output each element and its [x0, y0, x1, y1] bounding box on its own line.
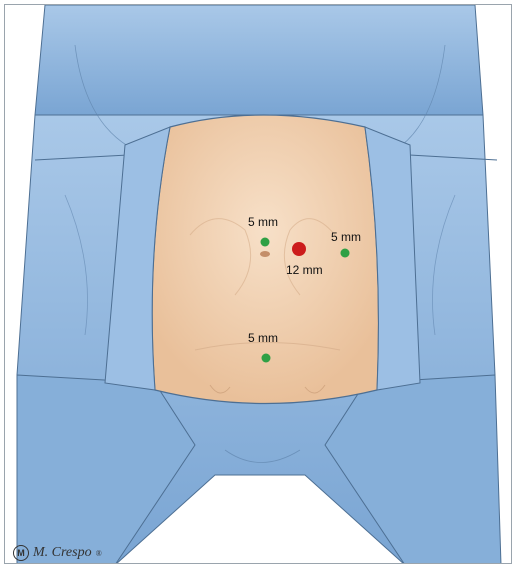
- port-right-dot: [341, 249, 350, 258]
- port-left-label: 5 mm: [248, 215, 278, 229]
- port-right-label: 5 mm: [331, 230, 361, 244]
- registered-mark: ®: [96, 549, 102, 558]
- drape-right-leg: [325, 375, 501, 564]
- drape-top: [35, 5, 483, 115]
- artist-signature: M M. Crespo ®: [13, 545, 102, 561]
- port-umbilical-dot: [292, 242, 306, 256]
- drape-left-leg: [17, 375, 195, 564]
- port-suprapubic-dot: [262, 354, 271, 363]
- signature-text: M. Crespo: [33, 545, 92, 561]
- port-suprapubic-label: 5 mm: [248, 331, 278, 345]
- signature-monogram: M: [13, 545, 29, 561]
- illustration-frame: 5 mm 12 mm 5 mm 5 mm M M. Crespo ®: [4, 4, 512, 564]
- port-left-dot: [261, 238, 270, 247]
- umbilicus: [260, 251, 270, 257]
- surgical-illustration: [5, 5, 512, 564]
- port-umbilical-label: 12 mm: [286, 263, 323, 277]
